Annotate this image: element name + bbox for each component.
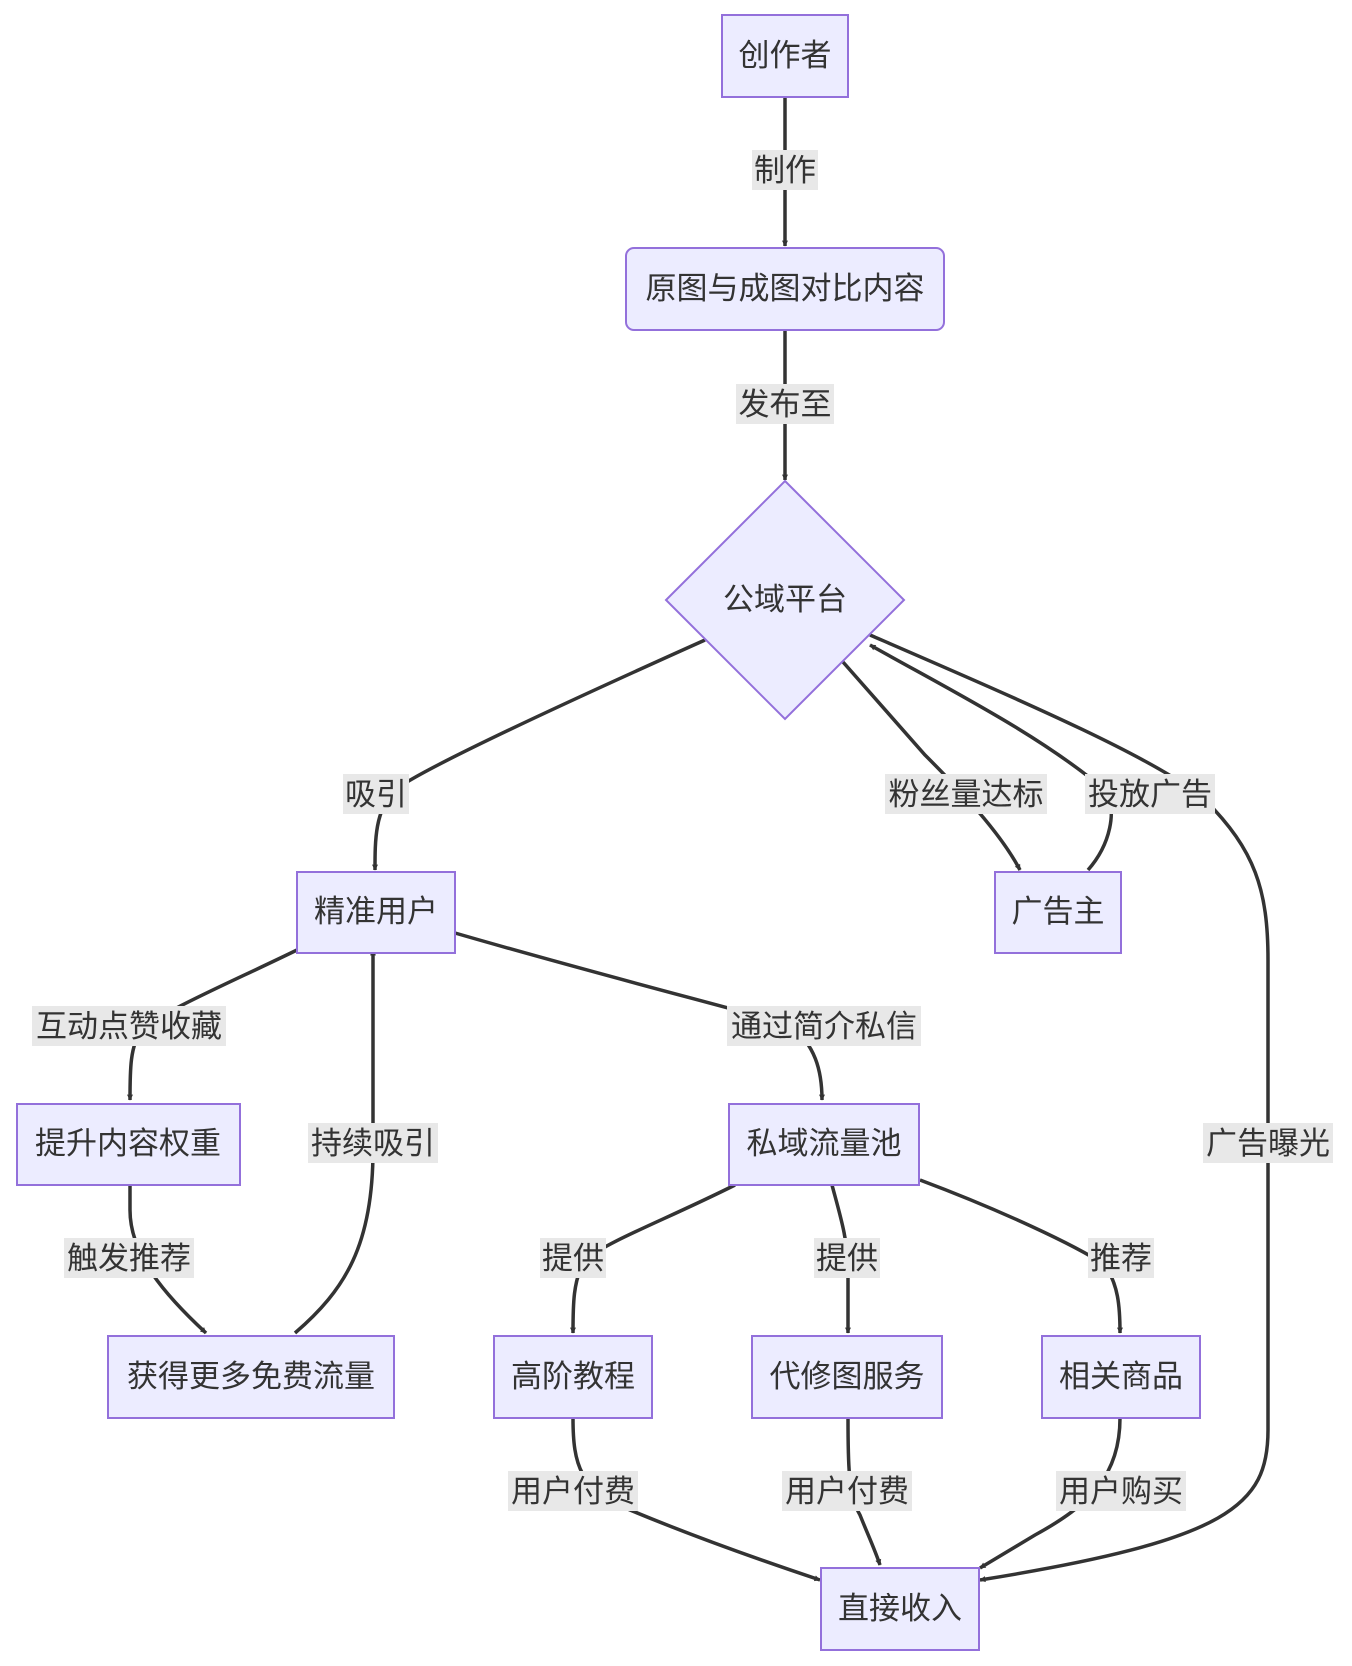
node-creator: 创作者: [721, 14, 849, 98]
label-buy: 用户购买: [1056, 1471, 1186, 1511]
svg-text:精准用户: 精准用户: [314, 894, 438, 930]
edge-fans-reached: [841, 660, 1022, 871]
label-ad-exposure: 广告曝光: [1203, 1123, 1333, 1163]
edge-pay-2: [846, 1417, 882, 1566]
node-advertiser: 广告主: [994, 871, 1122, 954]
svg-text:广告曝光: 广告曝光: [1206, 1126, 1330, 1162]
svg-text:粉丝量达标: 粉丝量达标: [889, 777, 1044, 813]
svg-text:互动点赞收藏: 互动点赞收藏: [36, 1009, 222, 1045]
svg-text:用户付费: 用户付费: [511, 1474, 635, 1510]
edge-pay-1: [571, 1417, 821, 1582]
node-goods: 相关商品: [1041, 1335, 1201, 1419]
label-pay-1: 用户付费: [508, 1471, 638, 1511]
label-recommend: 推荐: [1088, 1238, 1154, 1278]
edge-keep-attract: [293, 949, 376, 1335]
label-provide-2: 提供: [814, 1238, 880, 1278]
svg-text:代修图服务: 代修图服务: [770, 1359, 925, 1395]
svg-text:投放广告: 投放广告: [1088, 777, 1212, 813]
node-weight: 提升内容权重: [16, 1103, 241, 1186]
label-publish: 发布至: [736, 384, 834, 424]
svg-text:相关商品: 相关商品: [1059, 1359, 1183, 1395]
svg-text:用户购买: 用户购买: [1059, 1474, 1183, 1510]
node-platform: 公域平台: [664, 479, 906, 721]
svg-text:触发推荐: 触发推荐: [67, 1241, 191, 1277]
svg-text:原图与成图对比内容: 原图与成图对比内容: [646, 271, 925, 307]
svg-text:公域平台: 公域平台: [723, 582, 847, 618]
label-trigger: 触发推荐: [64, 1238, 194, 1278]
svg-text:推荐: 推荐: [1090, 1241, 1152, 1277]
node-content: 原图与成图对比内容: [625, 247, 945, 331]
svg-text:广告主: 广告主: [1012, 894, 1105, 930]
label-interact: 互动点赞收藏: [32, 1006, 226, 1046]
label-pay-2: 用户付费: [782, 1471, 912, 1511]
svg-text:私域流量池: 私域流量池: [747, 1126, 902, 1162]
node-private-pool: 私域流量池: [728, 1103, 920, 1186]
edge-attract: [372, 638, 706, 871]
svg-text:通过简介私信: 通过简介私信: [731, 1009, 917, 1045]
node-course: 高阶教程: [493, 1335, 653, 1419]
label-provide-1: 提供: [540, 1238, 606, 1278]
svg-text:提供: 提供: [542, 1241, 604, 1277]
edge-place-ads: [869, 643, 1113, 872]
svg-text:吸引: 吸引: [345, 777, 407, 813]
label-fans-reached: 粉丝量达标: [885, 774, 1047, 814]
svg-text:提供: 提供: [816, 1241, 878, 1277]
label-make: 制作: [752, 150, 818, 190]
svg-text:持续吸引: 持续吸引: [311, 1126, 435, 1162]
label-via-bio: 通过简介私信: [727, 1006, 921, 1046]
svg-text:发布至: 发布至: [739, 387, 832, 423]
node-free-traffic: 获得更多免费流量: [107, 1335, 395, 1419]
svg-text:获得更多免费流量: 获得更多免费流量: [127, 1359, 375, 1395]
svg-text:直接收入: 直接收入: [838, 1591, 962, 1627]
svg-text:创作者: 创作者: [739, 38, 832, 74]
node-income: 直接收入: [820, 1567, 980, 1651]
edge-ad-exposure: [869, 633, 1270, 1583]
node-retouch: 代修图服务: [751, 1335, 943, 1419]
label-keep-attract: 持续吸引: [308, 1123, 438, 1163]
svg-text:提升内容权重: 提升内容权重: [35, 1126, 221, 1162]
label-place-ads: 投放广告: [1085, 774, 1215, 814]
svg-text:制作: 制作: [754, 153, 816, 189]
svg-text:高阶教程: 高阶教程: [511, 1359, 635, 1395]
label-attract: 吸引: [343, 774, 409, 814]
svg-text:用户付费: 用户付费: [785, 1474, 909, 1510]
node-users: 精准用户: [296, 871, 456, 954]
